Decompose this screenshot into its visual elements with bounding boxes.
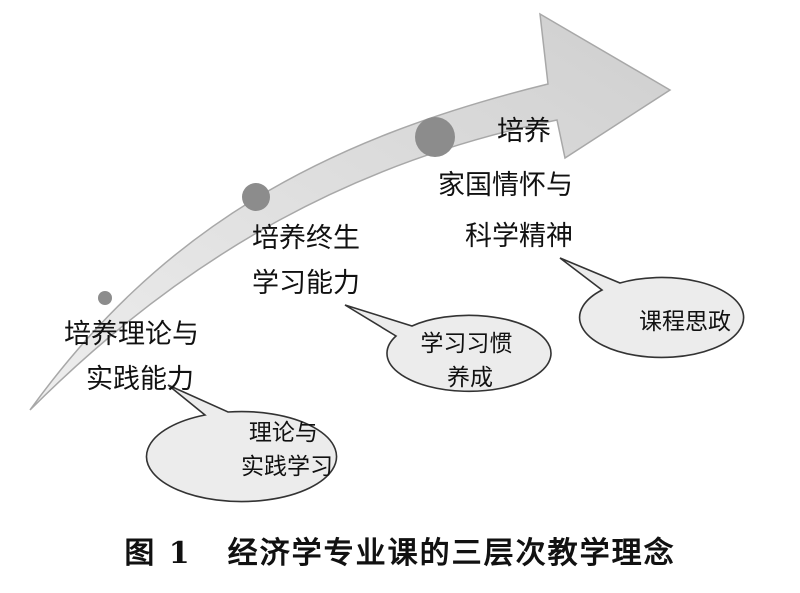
stage-3-dot [415, 117, 455, 157]
stage-3-bubble-text: 课程思政 [639, 309, 731, 335]
stage-3-callout-bubble [559, 257, 745, 359]
stage-2-bubble-text: 学习习惯 养成 [420, 331, 519, 391]
diagram-canvas: 培养理论与 实践能力 培养终生 学习能力 培养 家国情怀与 科学精神 理论与 实… [29, 12, 745, 503]
stage-1-label: 培养理论与 实践能力 [64, 319, 208, 395]
stage-2-label: 培养终生 学习能力 [252, 223, 369, 299]
growth-arrow [29, 12, 672, 411]
figure-caption: 图 1 经济学专业课的三层次教学理念 [0, 522, 800, 578]
caption-text: 经济学专业课的三层次教学理念 [227, 536, 676, 571]
stage-1-bubble-text: 理论与 实践学习 [241, 420, 333, 480]
stage-1-dot [98, 291, 112, 305]
stage-2-dot [242, 183, 270, 211]
figure-number: 图 1 [124, 536, 192, 571]
stage-2-callout-bubble [344, 304, 552, 393]
stage-3-label: 培养 家国情怀与 科学精神 [438, 116, 582, 252]
stage-1-callout-bubble [145, 384, 338, 503]
